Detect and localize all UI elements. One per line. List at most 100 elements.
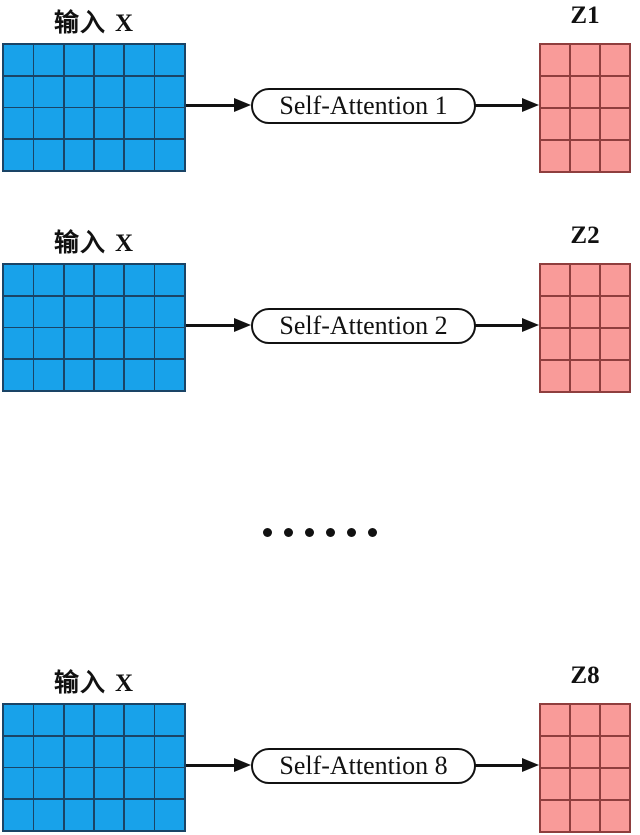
matrix-cell [64, 799, 94, 830]
input-label-variable: X [114, 670, 135, 697]
matrix-cell [541, 768, 570, 800]
matrix-cell [155, 328, 184, 359]
matrix-cell [541, 45, 570, 76]
matrix-cell [94, 296, 124, 327]
matrix-cell [64, 108, 94, 139]
matrix-cell [541, 296, 570, 328]
matrix-cell [34, 265, 63, 296]
matrix-cell [600, 736, 629, 768]
matrix-cell [94, 768, 124, 799]
self-attention-label: Self-Attention 2 [279, 311, 448, 340]
ellipsis-dot [305, 528, 314, 537]
matrix-cell [94, 139, 124, 170]
matrix-cell [155, 45, 184, 76]
matrix-cell [64, 736, 94, 767]
matrix-cell [570, 296, 600, 328]
matrix-cell [34, 768, 63, 799]
matrix-cell [541, 705, 570, 736]
self-attention-node: Self-Attention 2 [251, 308, 476, 344]
matrix-cell [570, 736, 600, 768]
self-attention-label: Self-Attention 1 [279, 91, 448, 120]
matrix-cell [64, 265, 94, 296]
arrowhead-attention-to-output [522, 318, 539, 332]
matrix-cell [64, 76, 94, 107]
matrix-cell [34, 705, 63, 736]
self-attention-node: Self-Attention 1 [251, 88, 476, 124]
matrix-cell [155, 296, 184, 327]
input-label-chinese: 输入 [53, 8, 106, 37]
matrix-cell [600, 296, 629, 328]
matrix-cell [600, 108, 629, 140]
matrix-cell [34, 76, 63, 107]
matrix-cell [125, 76, 154, 107]
matrix-cell [541, 265, 570, 296]
matrix-cell [4, 736, 33, 767]
arrowhead-input-to-attention [234, 318, 251, 332]
matrix-cell [155, 768, 184, 799]
matrix-cell [34, 139, 63, 170]
matrix-cell [570, 108, 600, 140]
output-matrix-label: Z1 [570, 2, 600, 29]
arrowhead-input-to-attention [234, 758, 251, 772]
arrow-attention-to-output [475, 764, 523, 767]
matrix-cell [34, 799, 63, 830]
output-matrix [539, 263, 631, 393]
matrix-cell [155, 736, 184, 767]
input-matrix-label: 输入 X [0, 663, 188, 699]
matrix-cell [570, 45, 600, 76]
matrix-cell [64, 139, 94, 170]
matrix-cell [94, 265, 124, 296]
matrix-cell [94, 76, 124, 107]
matrix-cell [600, 45, 629, 76]
arrowhead-input-to-attention [234, 98, 251, 112]
input-matrix [2, 263, 186, 392]
matrix-cell [64, 768, 94, 799]
matrix-cell [125, 736, 154, 767]
input-matrix-label: 输入 X [0, 3, 188, 39]
matrix-cell [541, 108, 570, 140]
matrix-cell [155, 265, 184, 296]
ellipsis-dot [263, 528, 272, 537]
arrow-attention-to-output [475, 324, 523, 327]
arrow-attention-to-output [475, 104, 523, 107]
input-label-variable: X [114, 10, 135, 37]
matrix-cell [155, 108, 184, 139]
matrix-cell [94, 736, 124, 767]
ellipsis-dot [326, 528, 335, 537]
matrix-cell [570, 360, 600, 391]
matrix-cell [570, 265, 600, 296]
matrix-cell [64, 705, 94, 736]
matrix-cell [155, 705, 184, 736]
matrix-cell [64, 328, 94, 359]
matrix-cell [570, 328, 600, 360]
arrow-input-to-attention [186, 104, 235, 107]
matrix-cell [600, 768, 629, 800]
matrix-cell [600, 140, 629, 171]
input-label-chinese: 输入 [53, 228, 106, 257]
matrix-cell [125, 359, 154, 390]
matrix-cell [125, 768, 154, 799]
matrix-cell [125, 45, 154, 76]
ellipsis-dot [284, 528, 293, 537]
matrix-cell [4, 799, 33, 830]
self-attention-node: Self-Attention 8 [251, 748, 476, 784]
matrix-cell [570, 76, 600, 108]
matrix-cell [4, 139, 33, 170]
matrix-cell [4, 328, 33, 359]
matrix-cell [570, 140, 600, 171]
matrix-cell [570, 768, 600, 800]
matrix-cell [570, 800, 600, 831]
input-label-chinese: 输入 [53, 668, 106, 697]
matrix-cell [125, 265, 154, 296]
matrix-cell [125, 328, 154, 359]
matrix-cell [94, 45, 124, 76]
arrowhead-attention-to-output [522, 758, 539, 772]
matrix-cell [541, 360, 570, 391]
matrix-cell [125, 705, 154, 736]
matrix-cell [64, 359, 94, 390]
output-matrix-label: Z2 [570, 222, 600, 249]
output-matrix [539, 43, 631, 173]
matrix-cell [125, 139, 154, 170]
